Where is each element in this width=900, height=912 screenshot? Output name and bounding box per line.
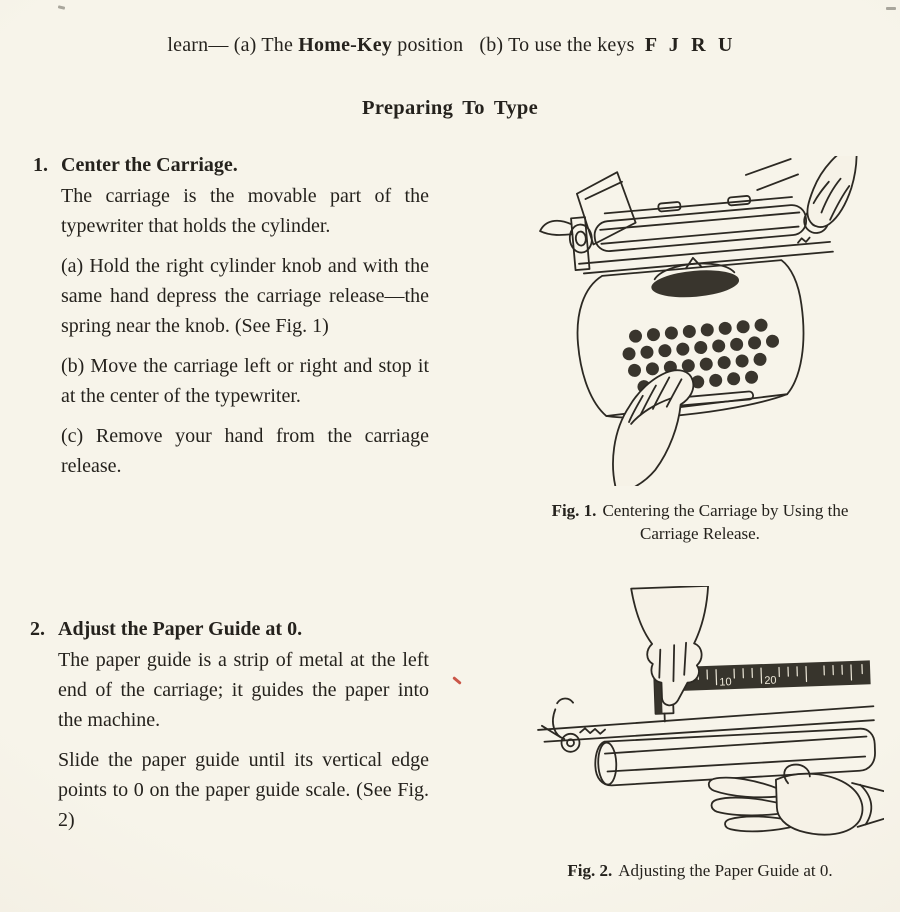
paragraph: (b) Move the carriage left or right and … xyxy=(61,355,429,407)
typewriter-drawing xyxy=(539,156,858,486)
paragraph: (c) Remove your hand from the carriage r… xyxy=(61,425,429,477)
figure-1-illustration xyxy=(518,156,870,486)
section-heading: 2. Adjust the Paper Guide at 0. xyxy=(30,614,429,644)
platen-cylinder xyxy=(594,727,876,787)
figure-2-illustration: 10 20 xyxy=(528,586,884,848)
scale-number-10: 10 xyxy=(719,676,732,688)
typewriter-body xyxy=(576,256,805,419)
figure-2-label: Fig. 2. xyxy=(567,861,613,880)
figure-2-caption: Fig. 2. Adjusting the Paper Guide at 0. xyxy=(512,859,888,882)
section-number: 1. xyxy=(33,154,48,176)
figure-1-caption: Fig. 1. Centering the Carriage by Using t… xyxy=(532,499,868,545)
intro-bold-keys: F J R U xyxy=(644,34,733,56)
paper-guide-scale: 10 20 xyxy=(673,660,871,692)
paragraph: The paper guide is a strip of metal at t… xyxy=(58,649,429,731)
right-hand xyxy=(806,156,858,228)
section-heading: 1. Center the Carriage. xyxy=(33,150,429,180)
scale-number-20: 20 xyxy=(764,675,777,687)
scan-artifact xyxy=(57,5,66,10)
paragraph: Slide the paper guide until its vertical… xyxy=(58,749,429,831)
carriage-rods xyxy=(537,705,875,743)
scan-artifact xyxy=(886,7,896,10)
left-hand xyxy=(612,369,695,486)
figure-2-caption-text: Adjusting the Paper Guide at 0. xyxy=(618,861,833,880)
section-center-the-carriage: 1. Center the Carriage. The carriage is … xyxy=(33,150,429,481)
paragraph: The carriage is the movable part of the … xyxy=(61,185,429,237)
intro-bold-home-key: Home-Key xyxy=(298,34,393,56)
page-title: Preparing To Type xyxy=(362,97,538,119)
red-pen-mark xyxy=(452,676,462,685)
section-number: 2. xyxy=(30,618,45,640)
lesson-objectives-line: learn— (a) The Home-Key position (b) To u… xyxy=(0,34,900,57)
intro-text: (b) To use the keys xyxy=(479,34,635,56)
section-title: Adjust the Paper Guide at 0. xyxy=(58,618,303,640)
paper-guide-drawing: 10 20 xyxy=(537,586,884,836)
figure-1-label: Fig. 1. xyxy=(551,501,597,520)
section-adjust-paper-guide: 2. Adjust the Paper Guide at 0. The pape… xyxy=(30,614,429,835)
ribbon-cover xyxy=(651,270,740,298)
intro-text: learn— (a) The xyxy=(167,34,294,56)
paper-table xyxy=(575,158,799,246)
paragraph: (a) Hold the right cylinder knob and wit… xyxy=(61,255,429,337)
section-title: Center the Carriage. xyxy=(61,154,238,176)
adjusting-hand xyxy=(630,586,710,707)
typewriter-carriage xyxy=(539,195,834,275)
keyboard-keys xyxy=(622,318,779,394)
resting-hand xyxy=(707,763,884,836)
intro-text: position xyxy=(397,34,464,56)
carriage-release-spring xyxy=(797,236,811,244)
figure-1-caption-text: Centering the Carriage by Using the Carr… xyxy=(602,501,849,543)
release-lever xyxy=(540,697,606,753)
